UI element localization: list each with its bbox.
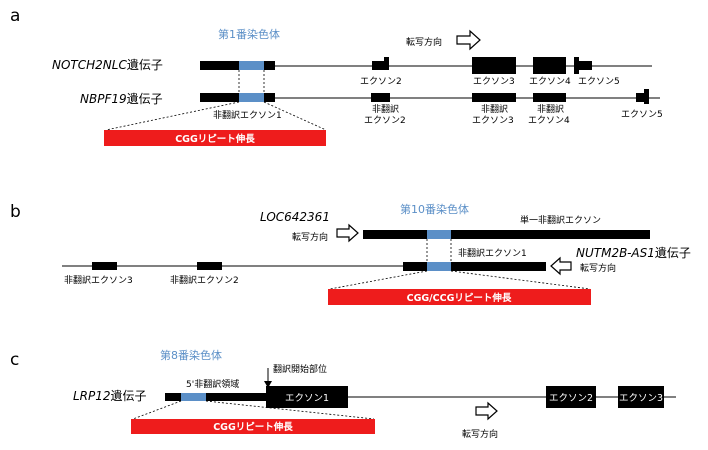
panel-c-cgg-repeat-label: CGGリピート伸長 xyxy=(213,421,293,433)
nutm2b-as1-repeat-region xyxy=(427,262,451,271)
panel-c: c 第8番染色体 5'非翻訳領域 翻訳開始部位 LRP12遺伝子 エクソン1 エ… xyxy=(10,348,676,440)
nutm2b-as1-nt-exon2-label: 非翻訳エクソン2 xyxy=(170,274,239,286)
panel-b-chromosome-label: 第10番染色体 xyxy=(400,202,469,216)
panel-b-cgg-ccg-repeat-bar xyxy=(328,289,591,305)
nbpf19-nt-exon4-label-2: エクソン4 xyxy=(528,115,570,126)
nutm2b-as1-gene-label: NUTM2B-AS1遺伝子 xyxy=(576,245,691,260)
nbpf19-gene-name: NBPF19 xyxy=(80,92,127,106)
panel-a-zoom-left xyxy=(105,101,240,131)
loc642361-gene-label: LOC642361 xyxy=(260,210,330,224)
nbpf19-nt-exon3 xyxy=(472,93,516,102)
lrp12-utr-label: 5'非翻訳領域 xyxy=(186,378,239,390)
notch2nlc-exon3 xyxy=(472,57,516,74)
lrp12-cgg-repeat-region xyxy=(181,393,206,401)
lrp12-exon3-label: エクソン3 xyxy=(619,393,663,404)
loc642361-transcription-label: 転写方向 xyxy=(292,231,328,243)
panel-a: a 第1番染色体 転写方向 NOTCH2NLC遺伝子 エクソン2 エクソン3 エ… xyxy=(10,6,663,146)
panel-a-letter: a xyxy=(10,6,20,26)
notch2nlc-gene-suffix: 遺伝子 xyxy=(127,57,163,72)
nbpf19-nt-exon2-label-1: 非翻訳 xyxy=(372,103,399,115)
notch2nlc-exon1 xyxy=(200,61,275,70)
panel-a-chromosome-label: 第1番染色体 xyxy=(218,27,280,41)
panel-c-letter: c xyxy=(10,350,19,370)
nutm2b-as1-nt-exon1 xyxy=(403,262,546,271)
lrp12-exon3 xyxy=(618,386,664,408)
panel-a-zoom-right xyxy=(263,101,327,131)
nbpf19-nt-exon2 xyxy=(371,93,390,102)
panel-a-transcription-label: 転写方向 xyxy=(406,36,442,48)
nbpf19-exon5 xyxy=(636,93,649,102)
notch2nlc-exon2-label: エクソン2 xyxy=(360,76,402,87)
lrp12-gene-label: LRP12遺伝子 xyxy=(73,388,147,403)
lrp12-exon2-label: エクソン2 xyxy=(549,393,593,404)
panel-b: b 第10番染色体 LOC642361 転写方向 単一非翻訳エクソン NUTM2… xyxy=(10,202,691,305)
transcription-arrow-icon xyxy=(550,256,572,276)
lrp12-start-site-label: 翻訳開始部位 xyxy=(273,363,327,375)
lrp12-exon1 xyxy=(266,386,348,408)
nbpf19-nt-exon1 xyxy=(200,93,275,102)
nbpf19-nt-exon4 xyxy=(533,93,566,102)
transcription-arrow-icon xyxy=(475,401,498,421)
transcription-arrow-icon xyxy=(336,223,359,243)
panel-c-transcription-label: 転写方向 xyxy=(462,428,498,440)
notch2nlc-exon5-label: エクソン5 xyxy=(578,76,620,87)
nbpf19-nt-exon1-label: 非翻訳エクソン1 xyxy=(213,109,282,121)
start-site-arrow-icon xyxy=(264,381,272,388)
notch2nlc-exon4 xyxy=(533,57,566,74)
panel-c-chromosome-label: 第8番染色体 xyxy=(160,348,222,362)
nutm2b-as1-gene-suffix: 遺伝子 xyxy=(655,245,691,260)
nutm2b-as1-transcription-label: 転写方向 xyxy=(580,262,616,274)
nbpf19-nt-exon3-label-2: エクソン3 xyxy=(472,115,514,126)
loc642361-single-exon xyxy=(363,230,650,239)
notch2nlc-exon5 xyxy=(574,61,592,70)
nutm2b-as1-nt-exon3 xyxy=(92,262,117,270)
notch2nlc-exon2-cap xyxy=(384,57,389,70)
panel-b-cgg-ccg-repeat-label: CGG/CCGリピート伸長 xyxy=(407,292,512,304)
panel-a-cgg-repeat-bar xyxy=(104,130,326,146)
lrp12-exon2 xyxy=(546,386,596,408)
nutm2b-as1-gene-name: NUTM2B-AS1 xyxy=(576,246,655,260)
nbpf19-gene-label: NBPF19遺伝子 xyxy=(80,91,163,106)
notch2nlc-gene-label: NOTCH2NLC遺伝子 xyxy=(52,57,163,72)
panel-a-cgg-repeat-label: CGGリピート伸長 xyxy=(175,133,255,145)
lrp12-exon1-label: エクソン1 xyxy=(285,393,329,404)
notch2nlc-gene-name: NOTCH2NLC xyxy=(52,58,127,72)
nbpf19-exon5-label: エクソン5 xyxy=(621,109,663,120)
nbpf19-gene-suffix: 遺伝子 xyxy=(127,91,163,106)
lrp12-gene-suffix: 遺伝子 xyxy=(111,388,147,403)
panel-c-zoom-left xyxy=(132,400,182,420)
nbpf19-nt-exon3-label-1: 非翻訳 xyxy=(481,103,508,115)
lrp12-gene-name: LRP12 xyxy=(73,389,111,403)
notch2nlc-exon2 xyxy=(372,61,389,70)
notch2nlc-exon5-cap xyxy=(574,57,579,74)
lrp12-5utr xyxy=(165,393,267,401)
notch2nlc-cgg-repeat-region xyxy=(239,61,264,70)
panel-b-zoom-right xyxy=(450,270,591,290)
nbpf19-nt-exon2-label-2: エクソン2 xyxy=(364,115,406,126)
nbpf19-exon5-cap xyxy=(644,89,649,104)
transcription-arrow-icon xyxy=(456,29,481,51)
panel-b-zoom-left xyxy=(329,270,428,290)
nbpf19-nt-exon4-label-1: 非翻訳 xyxy=(537,103,564,115)
loc642361-single-exon-label: 単一非翻訳エクソン xyxy=(520,214,601,226)
nutm2b-as1-nt-exon1-label: 非翻訳エクソン1 xyxy=(458,247,527,259)
nbpf19-cgg-repeat-region xyxy=(239,93,264,102)
panel-c-cgg-repeat-bar xyxy=(131,419,375,434)
nutm2b-as1-nt-exon2 xyxy=(197,262,222,270)
panel-b-letter: b xyxy=(10,202,21,222)
panel-c-zoom-right xyxy=(205,400,375,420)
notch2nlc-exon4-label: エクソン4 xyxy=(529,76,571,87)
nutm2b-as1-nt-exon3-label: 非翻訳エクソン3 xyxy=(64,274,133,286)
notch2nlc-exon3-label: エクソン3 xyxy=(473,76,515,87)
loc642361-repeat-region xyxy=(427,230,451,239)
